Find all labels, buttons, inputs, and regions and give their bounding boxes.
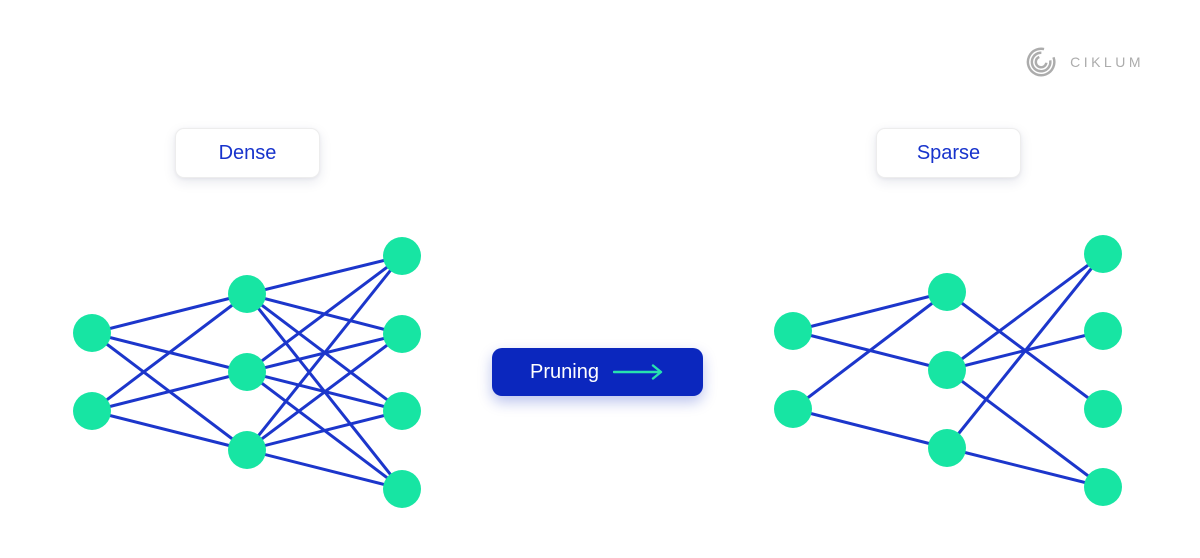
dense-edge-L2-M1 xyxy=(91,292,248,413)
dense-node-R4 xyxy=(383,470,421,508)
sparse-edge-M3-R4 xyxy=(946,446,1104,489)
dense-node-M3 xyxy=(228,431,266,469)
dense-edge-M3-R4 xyxy=(246,448,403,491)
sparse-node-M2 xyxy=(928,351,966,389)
dense-node-R2 xyxy=(383,315,421,353)
dense-edge-M3-R1 xyxy=(245,255,404,451)
pruning-button[interactable]: Pruning xyxy=(492,348,703,396)
pruning-button-label: Pruning xyxy=(530,360,599,383)
dense-node-R3 xyxy=(383,392,421,430)
dense-node-L1 xyxy=(73,314,111,352)
sparse-node-L1 xyxy=(774,312,812,350)
sparse-network xyxy=(774,235,1122,506)
sparse-node-M3 xyxy=(928,429,966,467)
sparse-node-R1 xyxy=(1084,235,1122,273)
sparse-label-text: Sparse xyxy=(916,141,981,164)
dense-edge-M1-R1 xyxy=(246,254,403,296)
sparse-edge-M3-R1 xyxy=(945,253,1105,449)
sparse-node-L2 xyxy=(774,390,812,428)
ciklum-logo: CIKLUM xyxy=(1026,44,1144,80)
sparse-edge-L2-M1 xyxy=(792,290,948,411)
dense-edge-L2-M3 xyxy=(91,409,248,452)
dense-label: Dense xyxy=(175,128,320,178)
sparse-edge-L2-M3 xyxy=(792,407,948,450)
sparse-node-R4 xyxy=(1084,468,1122,506)
dense-edge-M3-R2 xyxy=(246,332,403,452)
dense-label-text: Dense xyxy=(218,141,277,164)
ciklum-logo-text: CIKLUM xyxy=(1070,54,1144,70)
dense-edge-M2-R1 xyxy=(246,254,403,374)
ciklum-arcs-icon xyxy=(1026,44,1060,80)
sparse-node-M1 xyxy=(928,273,966,311)
sparse-node-R3 xyxy=(1084,390,1122,428)
dense-edge-L2-M2 xyxy=(91,370,248,413)
sparse-node-R2 xyxy=(1084,312,1122,350)
arrow-right-icon xyxy=(612,364,665,380)
dense-node-L2 xyxy=(73,392,111,430)
sparse-label: Sparse xyxy=(876,128,1021,178)
dense-node-R1 xyxy=(383,237,421,275)
dense-edge-L1-M1 xyxy=(91,292,248,335)
dense-node-M2 xyxy=(228,353,266,391)
sparse-edge-L1-M1 xyxy=(792,290,948,333)
sparse-edge-M2-R4 xyxy=(946,368,1104,489)
dense-network xyxy=(73,237,421,508)
dense-node-M1 xyxy=(228,275,266,313)
dense-edge-M3-R3 xyxy=(246,409,403,452)
sparse-edge-M2-R1 xyxy=(946,252,1104,372)
